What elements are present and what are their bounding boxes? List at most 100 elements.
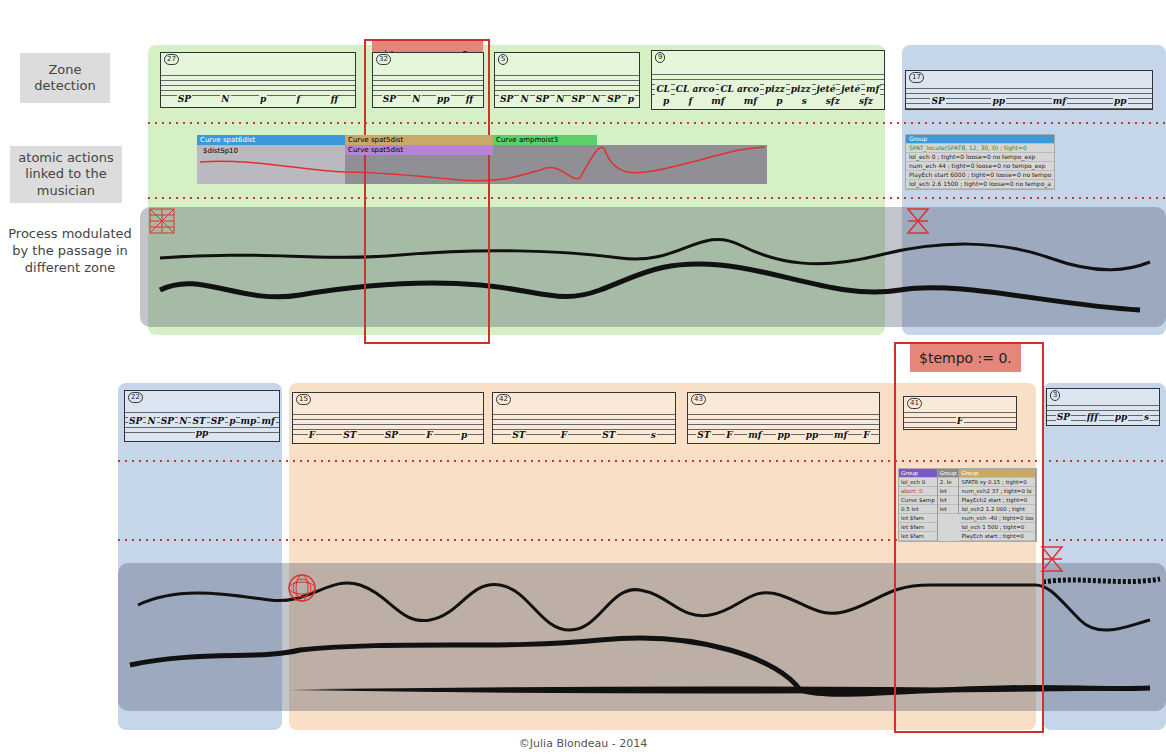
score-marking: CL [655, 84, 671, 95]
hourglass-symbol [1042, 547, 1062, 571]
score-marking: s [1143, 412, 1150, 423]
group-line: PlayEch start ; tight=0 [959, 532, 1035, 541]
measure-number: 42 [496, 394, 511, 405]
score-marking: p [662, 96, 670, 107]
group-line: Group [899, 469, 937, 478]
score-marking: jeté [840, 84, 861, 95]
score-marking: mf [1052, 96, 1067, 107]
score-markings: SPNpfff [164, 94, 352, 105]
score-marking: F [862, 430, 870, 441]
measure-number: 5 [498, 54, 508, 65]
score-marking: N [178, 416, 188, 427]
score-marking: pizz [764, 84, 786, 95]
action-panel: GroupSPAT_locate(SPAT8, 12, 30, 0) ; tig… [905, 134, 1055, 190]
score-marking: pp [805, 430, 820, 441]
score-marking: p [627, 94, 635, 105]
score-marking: pp [436, 94, 451, 105]
group-line: let $fam [899, 514, 937, 523]
score-marking: SP [606, 94, 621, 105]
score-marking: N [519, 94, 529, 105]
process-band [140, 207, 1166, 327]
score-marking: ST [342, 430, 357, 441]
score-marking: mp [240, 416, 258, 427]
score-marking: pp [1113, 96, 1128, 107]
group-line: 2. le [938, 478, 959, 487]
row-label: atomic actions linked to the musician [15, 150, 117, 199]
row-label-box: Zone detection [20, 53, 110, 103]
score-markings: STFmfppppmfF [691, 430, 876, 441]
score-marking: pp [776, 430, 791, 441]
group-line: PlayEch2 start ; tight=0 [959, 496, 1035, 505]
score-marking: F [725, 430, 733, 441]
group-column: Group2. leletletlet [938, 469, 960, 514]
highlight-outline [365, 40, 489, 343]
measure-number: 9 [655, 52, 665, 63]
circle-symbol [289, 575, 315, 601]
score-markings: SPppmfpp [909, 96, 1149, 107]
measure-number: 43 [691, 394, 706, 405]
measure-number: 3 [1050, 390, 1060, 401]
group-line: lol_ech 1 500 ; tight=0 [959, 523, 1035, 532]
curve-header: Curve spat6dist [197, 135, 345, 145]
score-fragment: 22SPNSPNSTSPpmpmfpp [124, 390, 280, 442]
score-marking: pp [1114, 412, 1129, 423]
score-marking: SP [177, 94, 192, 105]
dotted-separator [148, 197, 1166, 199]
score-markings: CLCL arcoCL arcopizzpizzjetéjetémfpfmfmf… [655, 84, 881, 107]
score-fragment: 43STFmfppppmfF [687, 392, 880, 444]
score-marking: sfz [825, 96, 841, 107]
group-line: lol_ech 2.6 1500 ; tight=0 loose=0 no te… [906, 180, 1054, 189]
score-marking: F [956, 416, 964, 427]
action-panel: Curve spat6dist$distSp10Curve spat5distC… [197, 135, 767, 184]
group-line: Group [906, 135, 1054, 144]
group-line: 0.5 let [899, 505, 937, 514]
measure-number: 17 [909, 72, 924, 83]
score-marking: SP [930, 96, 945, 107]
score-marking: F [425, 430, 433, 441]
score-marking: F [308, 430, 316, 441]
group-line: Curve $amp [899, 496, 937, 505]
score-marking: SP [535, 94, 550, 105]
tempo-text: $tempo := 0. [919, 350, 1012, 366]
highlight-outline [895, 343, 1043, 732]
process-band [118, 563, 1166, 711]
measure-number: 32 [376, 54, 391, 65]
score-marking: SP [382, 94, 397, 105]
score-marking: pizz [790, 84, 812, 95]
score-marking: ST [191, 416, 206, 427]
score-fragment: 42STFSTs [492, 392, 676, 444]
score-fragment: 15FSTSPFp [292, 392, 484, 444]
score-fragment: 27SPNpfff [160, 52, 356, 108]
group-line: let [938, 487, 959, 496]
score-fragment: 32SPNppff [372, 52, 484, 108]
score-marking: SP [499, 94, 514, 105]
score-marking: mf [833, 430, 848, 441]
score-marking: N [220, 94, 230, 105]
score-marking: CL arco [719, 84, 760, 95]
score-markings: FSTSPFp [296, 430, 480, 441]
score-marking: SP [128, 416, 143, 427]
group-line: Group [959, 469, 1035, 478]
hourglass-symbol [908, 209, 928, 233]
zone-symbol [150, 209, 1062, 601]
score-marking: F [560, 430, 568, 441]
score-fragment: 17SPppmfpp [905, 70, 1153, 110]
dotted-separator [148, 122, 1166, 124]
score-fragment: 5SPNSPNSPNSPp [494, 52, 640, 108]
curve-header: Curve spat5dist [345, 145, 493, 155]
score-marking: fff [1086, 412, 1099, 423]
score-marking: mf [260, 416, 275, 427]
score-marking: jeté [816, 84, 837, 95]
group-line: num_ech 44 ; tight=0 loose=0 no tempo_ex… [906, 162, 1054, 171]
score-marking: p [460, 430, 468, 441]
group-line: let $fam [899, 532, 937, 541]
group-line: num_ech -40 ; tight=0 loo [959, 514, 1035, 523]
group-line: let [938, 496, 959, 505]
curve-header: $distSp10 [200, 146, 241, 156]
score-marking: p [259, 94, 267, 105]
dotted-separator [118, 460, 1166, 462]
measure-number: 27 [164, 54, 179, 65]
group-line: num_ech2 37 ; tight=0 lo [959, 487, 1035, 496]
process-wave [138, 583, 1150, 630]
